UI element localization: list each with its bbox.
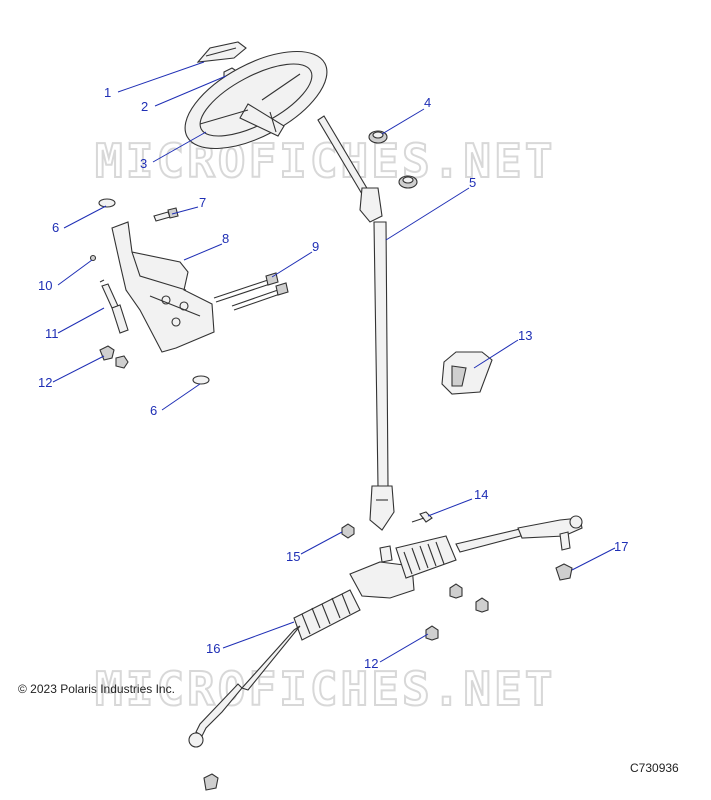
watermark-bottom: MICROFICHES.NET	[95, 662, 555, 716]
callout-13: 13	[518, 328, 532, 343]
leader-lines	[52, 61, 616, 663]
callout-15: 15	[286, 549, 300, 564]
bracket-bolt	[153, 207, 179, 222]
callout-17: 17	[614, 539, 628, 554]
callout-11: 11	[45, 326, 59, 341]
watermark-top: MICROFICHES.NET	[95, 134, 555, 188]
intermediate-steering-shaft	[317, 115, 395, 531]
callout-12-lower: 12	[364, 656, 378, 671]
callout-10: 10	[38, 278, 52, 293]
pinch-bolt	[411, 511, 433, 523]
callout-numbers: 1 2 3 4 5 6 7 8 9 10 11 12 6 13 14 15 16…	[38, 85, 628, 671]
callout-6-lower: 6	[150, 403, 157, 418]
tie-rod-nut-right	[555, 563, 573, 581]
bracket-nuts	[99, 345, 129, 369]
tilt-bracket	[111, 221, 215, 353]
bushing-lower	[192, 375, 210, 385]
callout-14: 14	[474, 487, 488, 502]
copyright-text: © 2023 Polaris Industries Inc.	[18, 682, 175, 696]
small-screw	[89, 254, 97, 262]
callout-8: 8	[222, 231, 229, 246]
callout-16: 16	[206, 641, 220, 656]
steering-wheel-cap	[196, 41, 247, 63]
gas-strut	[99, 279, 129, 334]
callout-4: 4	[424, 95, 431, 110]
callout-2: 2	[141, 99, 148, 114]
pinch-nut	[341, 523, 355, 539]
callout-12-upper: 12	[38, 375, 52, 390]
steering-boot-cover	[441, 351, 493, 395]
tie-rod-nut-left	[203, 773, 219, 791]
callout-7: 7	[199, 195, 206, 210]
callout-1: 1	[104, 85, 111, 100]
callout-9: 9	[312, 239, 319, 254]
rack-mount-nuts	[425, 583, 489, 641]
callout-5: 5	[469, 175, 476, 190]
diagram-code: C730936	[630, 761, 679, 775]
steering-shaft-seal-lower	[398, 175, 418, 189]
steering-rack	[188, 515, 583, 748]
steering-wheel	[184, 50, 328, 150]
callout-3: 3	[140, 156, 147, 171]
bushing-upper	[98, 198, 116, 208]
pivot-bolts	[213, 272, 289, 311]
callout-6-upper: 6	[52, 220, 59, 235]
